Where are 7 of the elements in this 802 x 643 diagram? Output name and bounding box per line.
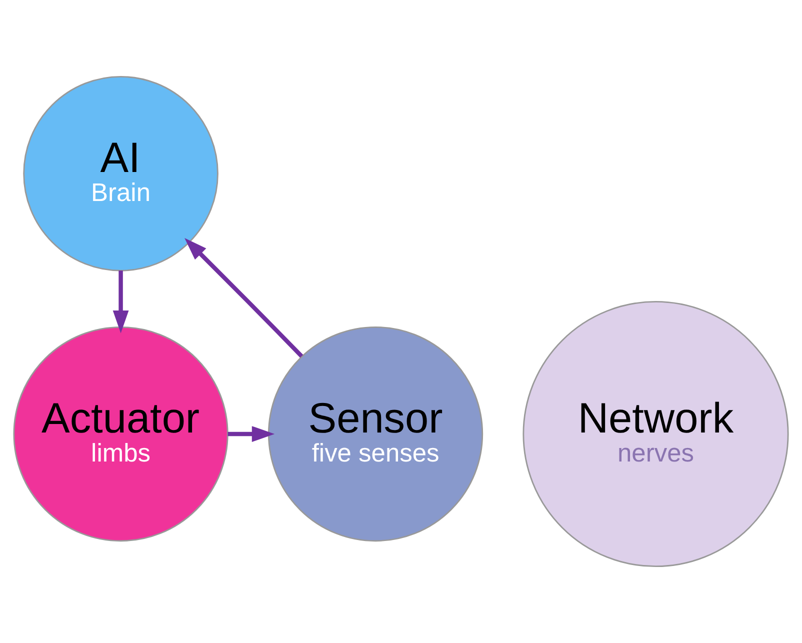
node-circle: AI Brain [23,76,218,272]
arrow [112,270,129,334]
arrow [184,238,304,358]
node-circle: Sensor five senses [268,326,484,542]
node-circle: Actuator limbs [13,326,228,542]
arrow [228,426,275,442]
node-circle: Network nerves [522,300,789,568]
